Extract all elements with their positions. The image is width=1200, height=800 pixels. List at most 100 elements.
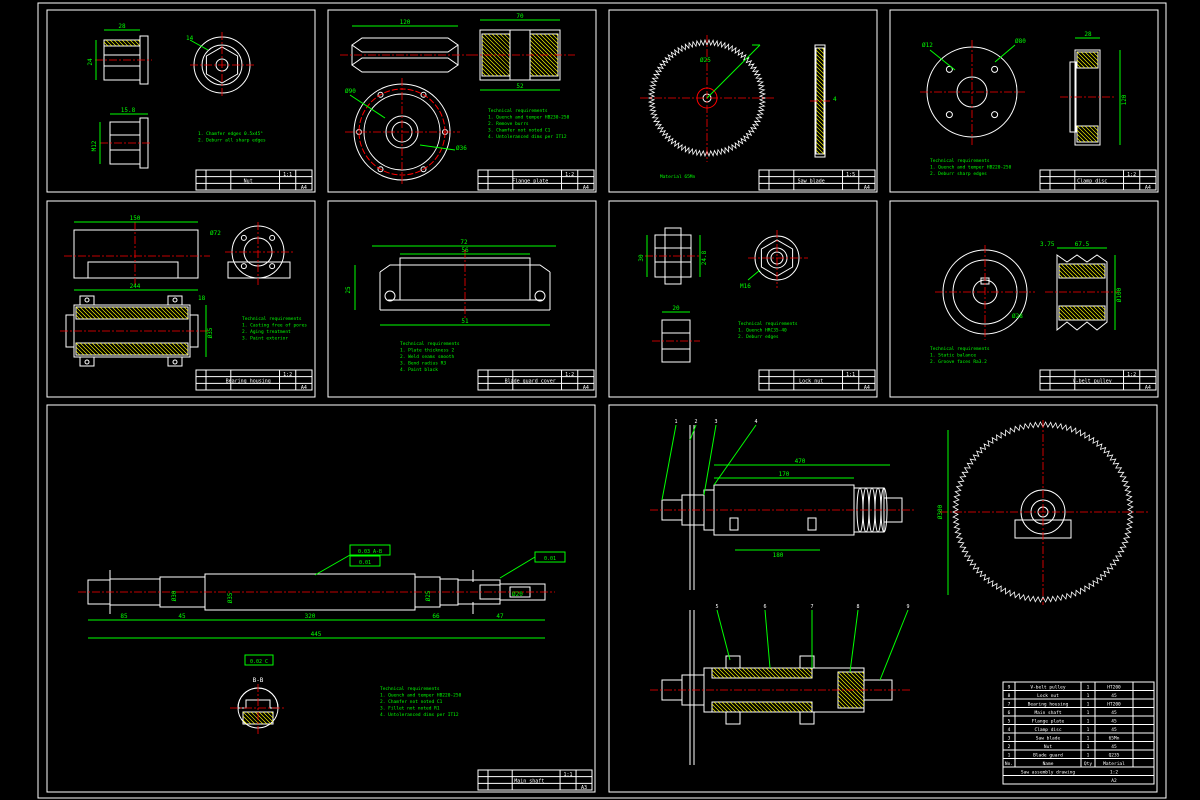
dim-text: M16 [740, 283, 751, 290]
drawing-line [175, 342, 189, 356]
dim-text: 72 [460, 239, 468, 246]
section-hatch [75, 342, 189, 356]
drawing-line [1088, 263, 1104, 279]
drawing-line [837, 691, 855, 709]
dim-text: Ø12 [922, 42, 933, 49]
bom-cell: 9 [1008, 685, 1011, 691]
dim-text: Ø20 [512, 591, 523, 598]
balloon-number: 2 [694, 419, 697, 425]
drawing-line [127, 342, 141, 356]
drawing-line [711, 673, 717, 679]
drawing-rect [167, 356, 183, 367]
drawing-line [529, 35, 559, 65]
drawing-line [789, 701, 801, 713]
drawing-line [1076, 133, 1086, 143]
dim-text: Ø25 [425, 590, 432, 601]
note-line: 4. Untoleranced dims per IT12 [380, 712, 459, 718]
drawing-line [749, 667, 761, 679]
drawing-line [143, 342, 157, 356]
title-block-name: Main shaft [514, 778, 544, 784]
drawing-line [171, 342, 185, 356]
title-block-scale: 1:2 [565, 372, 574, 378]
drawing-line [837, 687, 859, 709]
bom-cell: Clamp disc [1034, 727, 1061, 733]
drawing-line [1058, 315, 1064, 321]
drawing-line [797, 701, 809, 713]
drawing-line [349, 94, 386, 119]
drawing-line [139, 342, 153, 356]
drawing-line [119, 306, 133, 320]
section-hatch [837, 671, 865, 709]
drawing-line [745, 667, 757, 679]
drawing-line [845, 671, 865, 691]
drawing-line [131, 306, 145, 320]
drawing-line [481, 55, 503, 77]
drawing-line [737, 667, 749, 679]
drawing-line [163, 306, 177, 320]
drawing-line [737, 701, 749, 713]
drawing-line [87, 342, 101, 356]
dim-text: Ø30 [171, 590, 178, 601]
blade-face-view: Ø25 [640, 35, 775, 162]
drawing-line [1058, 265, 1072, 279]
drawing-line [817, 47, 825, 55]
drawing-line [1076, 55, 1090, 69]
drawing-line [777, 667, 789, 679]
section-hatch [1076, 51, 1099, 69]
note-line: 3. Chamfer not noted C1 [488, 128, 551, 134]
drawing-line [246, 711, 260, 725]
drawing-rect [799, 711, 815, 725]
bom-cell: 6 [1008, 710, 1011, 716]
drawing-line [151, 306, 165, 320]
drawing-line [1092, 305, 1106, 319]
locknut-end-view: M16 [740, 230, 808, 290]
title-block-name: Nut [244, 178, 253, 184]
bom-cell: 45 [1111, 719, 1117, 725]
drawing-line [529, 55, 551, 77]
drawing-line [115, 306, 129, 320]
note-line: 1. Static balance [930, 353, 976, 359]
drawing-line [1080, 51, 1098, 69]
title-block-scale: 1:2 [565, 172, 574, 178]
drawing-line [837, 699, 847, 709]
note-line: 3. Bend radius R3 [400, 361, 446, 367]
bom-cell: 45 [1111, 727, 1117, 733]
drawing-line [745, 701, 757, 713]
drawing-line [270, 711, 274, 715]
dim-text: Ø35 [227, 592, 234, 603]
drawing-line [1058, 311, 1068, 321]
drawing-line [815, 125, 825, 135]
drawing-rect [725, 655, 741, 669]
bom-cell: 1 [1087, 727, 1090, 733]
drawing-line [179, 306, 189, 316]
drawing-line [801, 701, 813, 713]
drawing-line [765, 701, 777, 713]
drawing-line [765, 667, 777, 679]
drawing-line [1068, 263, 1084, 279]
balloon-number: 8 [856, 604, 859, 610]
drawing-line [135, 342, 149, 356]
drawing-line [849, 609, 859, 673]
title-block-frame [1039, 369, 1157, 391]
drawing-line [99, 306, 113, 320]
dim-text: Ø25 [700, 57, 711, 64]
note-line: 2. Remove burrs [488, 121, 529, 127]
note-line: 1. Quench and temper HB220-250 [930, 165, 1012, 171]
drawing-line [75, 346, 85, 356]
note-line: Technical requirements [400, 341, 460, 347]
note-line: Technical requirements [738, 321, 798, 327]
dim-text: Ø35 [207, 327, 214, 338]
bom-cell: Main shaft [1034, 710, 1061, 716]
drawing-line [1064, 263, 1080, 279]
drawing-line [815, 101, 825, 111]
drawing-line [815, 85, 825, 95]
title-block-size: A4 [864, 385, 870, 391]
